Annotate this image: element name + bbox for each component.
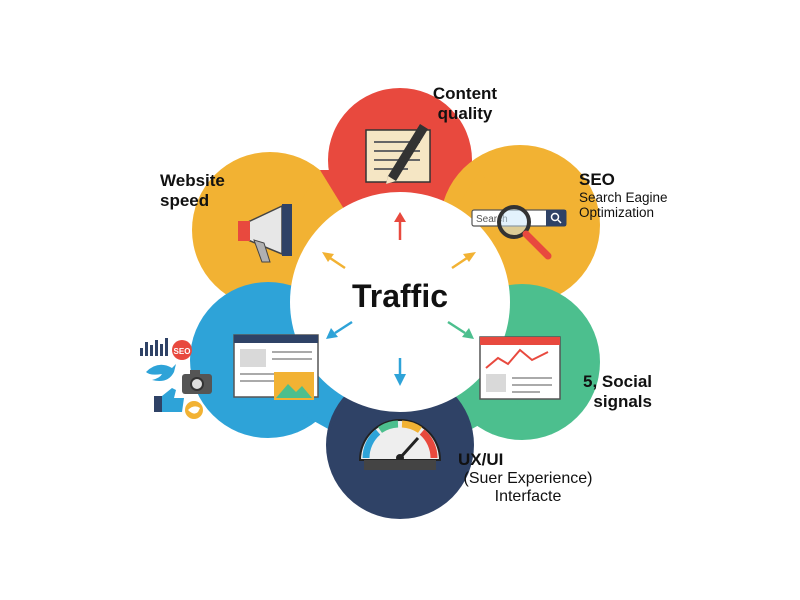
label-seo-line1: Search Eagine (579, 189, 668, 205)
search-box-text: Search (476, 214, 508, 225)
arrow-down-left (326, 320, 353, 339)
browser-window-icon (233, 334, 319, 400)
center-title: Traffic (351, 278, 449, 314)
label-speed-line2: speed (160, 190, 210, 210)
label-social-line2: signals (593, 391, 652, 411)
twitter-bird-icon (146, 364, 176, 381)
chat-bubble-icon: SEO (172, 339, 209, 360)
label-seo: SEO Search Eagine Optimization (579, 170, 694, 221)
center-hub (290, 192, 510, 412)
browser-chart-icon (479, 336, 561, 400)
magnifier-search-icon: Search (471, 205, 567, 260)
notepad-pen-icon (365, 124, 431, 184)
megaphone-icon (238, 204, 292, 263)
label-ux-line2: Interfacte (494, 487, 562, 505)
arrow-down (394, 358, 406, 386)
label-website-speed: Website speed (160, 171, 250, 210)
label-ux-title: UX/UI (458, 450, 504, 469)
label-content-line2: quality (437, 103, 493, 123)
small-bird-icon (185, 401, 203, 419)
thumbs-up-icon (154, 388, 184, 412)
arrow-up (394, 212, 406, 240)
arrow-down-right (447, 320, 474, 339)
camera-icon (182, 370, 212, 394)
bar-chart-icon (140, 338, 168, 356)
label-social-line1: 5, Social (583, 372, 652, 391)
arrow-up-right (451, 252, 476, 270)
label-ux-line1: (Suer Experience) (463, 469, 593, 487)
label-seo-title: SEO (579, 170, 615, 189)
label-content-quality: Content quality (415, 84, 515, 123)
label-speed-line1: Website (160, 171, 225, 190)
social-badge-text: SEO (174, 347, 191, 356)
label-seo-line2: Optimization (579, 205, 655, 221)
speedometer-icon (358, 419, 442, 470)
label-ux-ui: UX/UI (Suer Experience) Interfacte (448, 450, 608, 506)
label-content-line1: Content (432, 84, 498, 103)
label-social-signals: 5, Social signals (560, 372, 652, 411)
arrow-up-left (322, 252, 346, 270)
